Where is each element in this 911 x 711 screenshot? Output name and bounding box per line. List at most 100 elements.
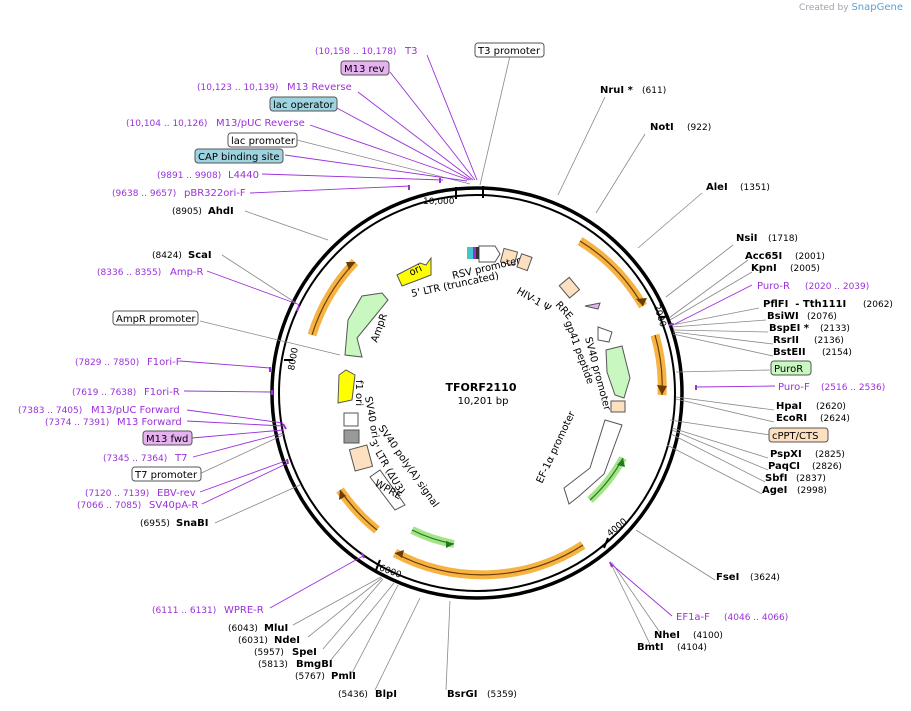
enzyme-pflfi-tth111i: PflFI - Tth111I [763, 299, 846, 310]
primer-f1ori-f-pos: (7829 .. 7850) [75, 358, 139, 368]
primer-m13puc-reverse-pos: (10,104 .. 10,126) [126, 119, 207, 129]
enzyme-pspxi-pos: (2825) [815, 450, 845, 460]
enzyme-snabi: SnaBI [176, 518, 208, 529]
primer-wpre-r-pos: (6111 .. 6131) [152, 606, 216, 616]
primer-t7: T7 [174, 453, 187, 464]
credit-prefix: Created by [799, 3, 849, 13]
enzyme-spei-pos: (5957) [254, 648, 284, 658]
enzyme-acc65i-pos: (2001) [795, 252, 825, 262]
inner-features [337, 245, 631, 511]
svg-text:lac promoter: lac promoter [231, 136, 296, 147]
primer-t3: T3 [404, 46, 417, 57]
enzyme-nhei: NheI [654, 630, 680, 641]
snapgene-credit: Created by SnapGene [799, 2, 903, 13]
primer-m13-reverse: M13 Reverse [287, 82, 352, 93]
primer-puro-r: Puro-R [757, 281, 790, 292]
enzyme-rsrii-pos: (2136) [814, 336, 844, 346]
primer-m13puc-reverse: M13/pUC Reverse [216, 118, 305, 129]
enzyme-rsrii: RsrII [773, 335, 799, 346]
enzyme-alei-pos: (1351) [740, 183, 770, 193]
feature-rre: RRE [553, 300, 575, 322]
enzyme-kpni-pos: (2005) [790, 264, 820, 274]
plasmid-name: TFORF2110 [446, 381, 517, 394]
enzyme-ecori: EcoRI [776, 413, 807, 424]
primer-ef1a-f-pos: (4046 .. 4066) [724, 613, 788, 623]
enzyme-bsrgi-pos: (5359) [487, 690, 517, 700]
primer-lines [179, 54, 776, 617]
box-t3-promoter: T3 promoter [474, 42, 545, 58]
svg-text:cPPT/CTS: cPPT/CTS [772, 431, 818, 442]
enzyme-bspei-pos: (2133) [820, 324, 850, 334]
enzyme-sbfi: SbfI [765, 473, 787, 484]
enzyme-fsei-pos: (3624) [750, 573, 780, 583]
enzyme-hpai: HpaI [776, 401, 802, 412]
enzyme-agei-pos: (2998) [797, 486, 827, 496]
enzyme-paqci: PaqCI [768, 461, 800, 472]
enzyme-agei: AgeI [762, 485, 787, 496]
enzyme-nsii: NsiI [736, 233, 757, 244]
svg-text:AmpR promoter: AmpR promoter [116, 314, 196, 325]
box-cppt-cts: cPPT/CTS [768, 427, 829, 443]
plasmid-size: 10,201 bp [458, 396, 509, 407]
primer-ebv-rev-pos: (7120 .. 7139) [85, 489, 149, 499]
enzyme-pmli-pos: (5767) [295, 672, 325, 682]
feature-hiv-psi: HIV-1 Ψ [515, 286, 553, 314]
svg-text:T7 promoter: T7 promoter [134, 470, 198, 481]
enzyme-bmti-pos: (4104) [677, 643, 707, 653]
enzyme-ahdi-pos: (8905) [172, 207, 202, 217]
enzyme-sbfi-pos: (2837) [796, 474, 826, 484]
enzyme-noti-pos: (922) [687, 123, 711, 133]
enzyme-scai: ScaI [188, 250, 212, 261]
enzyme-ndei: NdeI [274, 635, 300, 646]
enzyme-blpi: BlpI [375, 689, 397, 700]
primer-m13-forward: M13 Forward [117, 417, 182, 428]
enzyme-fsei: FseI [716, 572, 739, 583]
primer-ebv-rev: EBV-rev [157, 488, 196, 499]
primer-ef1a-f: EF1a-F [676, 612, 710, 623]
box-puror: PuroR [770, 360, 812, 376]
enzyme-bmgbi-pos: (5813) [258, 660, 288, 670]
enzyme-alei: AleI [706, 182, 728, 193]
tick-label-8000: 8000 [287, 347, 301, 372]
box-t7-promoter: T7 promoter [131, 466, 202, 482]
enzyme-bmti: BmtI [637, 642, 664, 653]
enzyme-noti: NotI [650, 122, 674, 133]
enzyme-pflfi-pos: (2062) [863, 300, 893, 310]
enzyme-bsteii: BstEII [773, 347, 806, 358]
svg-text:M13 rev: M13 rev [344, 64, 385, 75]
primer-m13-reverse-pos: (10,123 .. 10,139) [197, 83, 278, 93]
box-m13-rev: M13 rev [340, 60, 390, 76]
box-lac-operator: lac operator [269, 96, 338, 112]
primer-wpre-r: WPRE-R [224, 605, 264, 616]
primer-m13puc-forward-pos: (7383 .. 7405) [18, 406, 82, 416]
primer-puro-f: Puro-F [778, 382, 810, 393]
primer-puro-f-pos: (2516 .. 2536) [821, 383, 885, 393]
enzyme-bsteii-pos: (2154) [822, 348, 852, 358]
box-lac-promoter: lac promoter [227, 132, 298, 148]
svg-text:CAP binding site: CAP binding site [198, 152, 280, 163]
enzyme-nrui-pos: (611) [642, 86, 666, 96]
svg-text:lac operator: lac operator [273, 100, 334, 111]
enzyme-spei: SpeI [292, 647, 317, 658]
primer-l4440: L4440 [228, 170, 259, 181]
feature-ori: ori [408, 263, 424, 278]
primer-puro-r-pos: (2020 .. 2039) [805, 282, 869, 292]
enzyme-kpni: KpnI [751, 263, 777, 274]
scale-ticks [284, 186, 669, 571]
enzyme-mlui-pos: (6043) [228, 624, 258, 634]
primer-t3-pos: (10,158 .. 10,178) [315, 47, 396, 57]
primer-f1ori-r: F1ori-R [144, 387, 180, 398]
feature-ef1a-promoter: EF-1α promoter [535, 409, 578, 485]
enzyme-hpai-pos: (2620) [816, 402, 846, 412]
primer-m13-forward-pos: (7374 .. 7391) [45, 418, 109, 428]
top-feature-cluster [467, 247, 479, 259]
primer-sv40pa-r: SV40pA-R [149, 500, 198, 511]
enzyme-bsrgi: BsrGI [447, 689, 477, 700]
enzyme-bsiwi-pos: (2076) [807, 312, 837, 322]
tick-label-10000: 10,000 [423, 197, 455, 207]
primer-f1ori-r-pos: (7619 .. 7638) [72, 388, 136, 398]
primer-f1ori-f: F1ori-F [147, 357, 182, 368]
enzyme-scai-pos: (8424) [152, 251, 182, 261]
enzyme-nsii-pos: (1718) [768, 234, 798, 244]
